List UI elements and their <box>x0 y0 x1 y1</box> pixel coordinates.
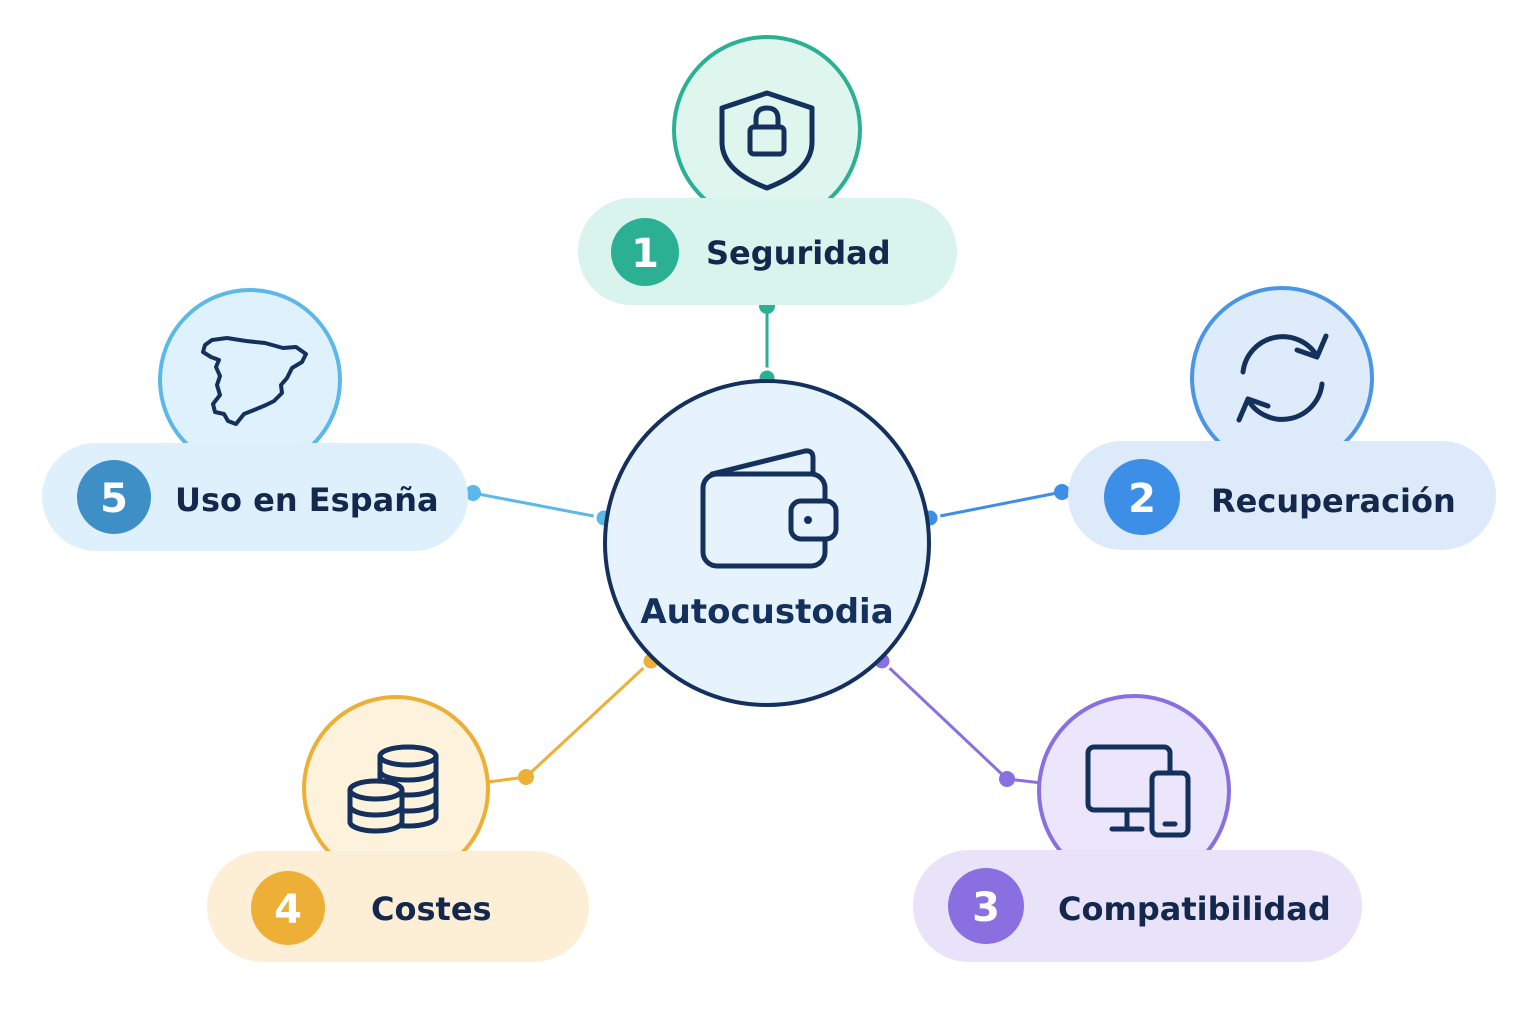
node-seguridad[interactable]: 1 Seguridad <box>578 35 957 305</box>
devices-icon <box>1085 744 1191 838</box>
label-costes: Costes <box>371 890 492 928</box>
connector-dot-recuperacion-outer <box>1054 484 1070 500</box>
connector-compatibilidad <box>880 659 1009 781</box>
badge-recuperacion <box>1104 459 1180 535</box>
label-uso-espana: Uso en España <box>175 481 439 519</box>
badge-number-costes: 4 <box>274 887 302 933</box>
connector-recuperacion <box>929 490 1063 520</box>
node-circle-seguridad <box>672 35 862 225</box>
node-compatibilidad[interactable]: 3 Compatibilidad <box>913 694 1362 962</box>
spain-map-icon <box>201 336 308 426</box>
badge-number-recuperacion: 2 <box>1128 476 1156 522</box>
coins-icon <box>347 744 439 834</box>
pill-recuperacion <box>1068 441 1496 550</box>
label-recuperacion: Recuperación <box>1211 482 1456 520</box>
badge-number-uso-espana: 5 <box>100 476 128 522</box>
badge-number-compatibilidad: 3 <box>972 885 1000 931</box>
badge-seguridad <box>611 218 679 286</box>
badge-compatibilidad <box>948 868 1024 944</box>
node-uso-espana[interactable]: 5 Uso en España <box>42 288 468 551</box>
wallet-icon <box>700 448 839 569</box>
label-compatibilidad: Compatibilidad <box>1058 890 1331 928</box>
pill-seguridad <box>578 198 957 305</box>
badge-number-seguridad: 1 <box>631 231 659 277</box>
connector-uso-espana <box>472 491 605 520</box>
label-seguridad: Seguridad <box>706 234 891 272</box>
center-node[interactable]: Autocustodia <box>603 379 931 707</box>
pill-compatibilidad <box>913 850 1362 962</box>
shield-lock-icon <box>719 90 815 191</box>
connector-compatibilidad-tail <box>1006 777 1043 785</box>
connector-dot-uso-outer <box>465 485 481 501</box>
node-recuperacion[interactable]: 2 Recuperación <box>1068 286 1496 550</box>
badge-costes <box>251 871 325 945</box>
refresh-icon <box>1236 333 1329 423</box>
center-title: Autocustodia <box>640 592 893 632</box>
badge-uso-espana <box>77 460 151 534</box>
connector-costes-tail <box>487 775 527 784</box>
node-costes[interactable]: 4 Costes <box>207 695 589 962</box>
connector-costes <box>524 659 653 779</box>
pill-uso-espana <box>42 443 468 551</box>
